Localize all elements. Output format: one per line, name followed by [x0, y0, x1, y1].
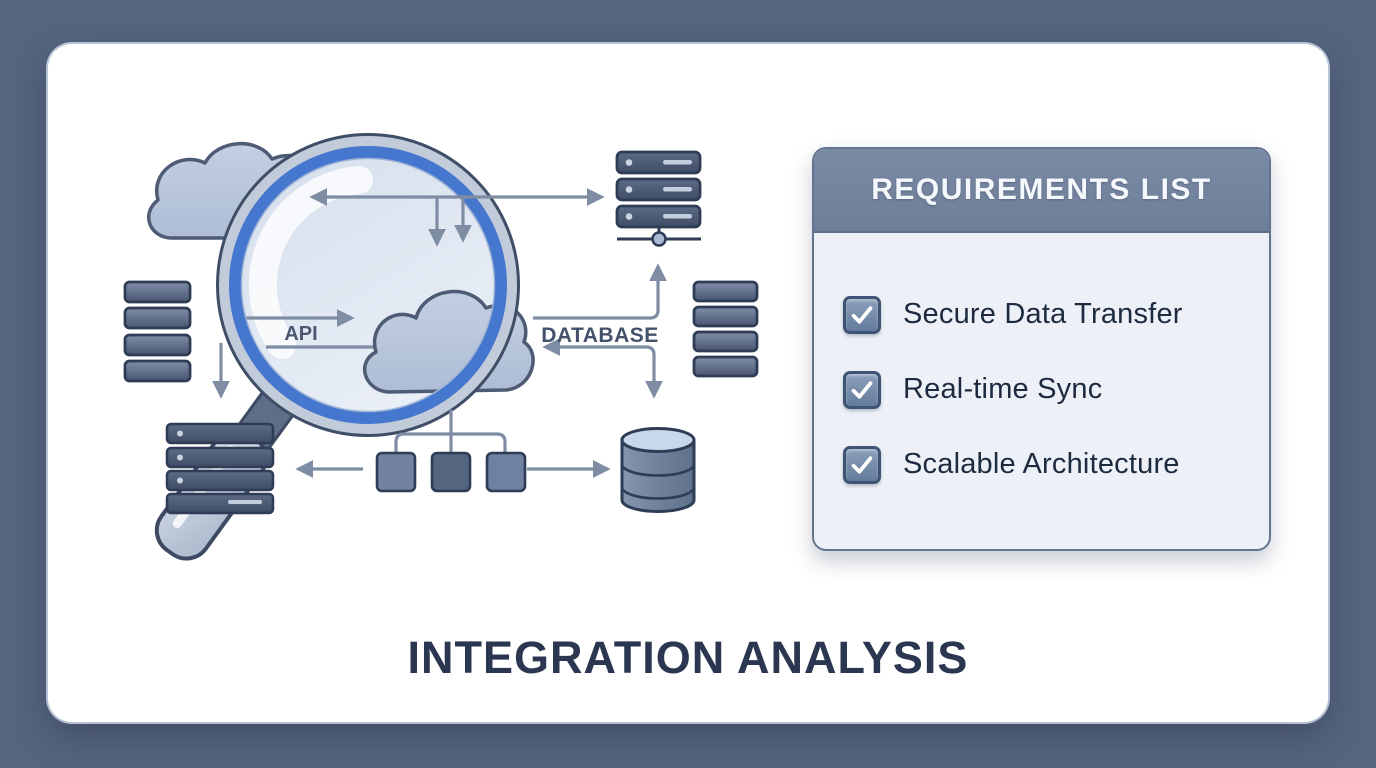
requirement-label: Scalable Architecture — [903, 448, 1180, 480]
process-squares-icon — [375, 451, 527, 493]
database-cylinder-icon — [620, 427, 696, 513]
requirements-panel-header: REQUIREMENTS LIST — [814, 149, 1269, 233]
requirement-item: Secure Data Transfer — [843, 277, 1269, 352]
requirements-panel: REQUIREMENTS LIST Secure Data Transfer R… — [812, 147, 1271, 551]
checkbox-checked-icon[interactable] — [843, 370, 881, 409]
storage-stack-left-icon — [123, 280, 192, 383]
storage-stack-right-icon — [692, 280, 759, 378]
server-rack-bottom-icon — [165, 422, 275, 515]
database-label: DATABASE — [541, 324, 659, 347]
checkmark-icon — [851, 455, 873, 474]
requirements-panel-title: REQUIREMENTS LIST — [871, 173, 1212, 206]
checkbox-checked-icon[interactable] — [843, 445, 881, 484]
checkmark-icon — [851, 305, 873, 324]
requirement-label: Real-time Sync — [903, 373, 1103, 405]
server-rack-top-icon — [615, 150, 702, 247]
checkmark-icon — [851, 380, 873, 399]
requirement-item: Real-time Sync — [843, 352, 1269, 427]
magnifier-ring — [216, 133, 520, 437]
integration-diagram: API — [123, 133, 759, 561]
main-card: API — [48, 44, 1328, 722]
requirement-label: Secure Data Transfer — [903, 298, 1183, 330]
flow-arrows — [212, 188, 667, 478]
api-label: API — [284, 323, 317, 345]
requirements-panel-body: Secure Data Transfer Real-time Sync Scal… — [814, 233, 1269, 502]
checkbox-checked-icon[interactable] — [843, 295, 881, 334]
page-title: INTEGRATION ANALYSIS — [407, 632, 969, 683]
requirement-item: Scalable Architecture — [843, 427, 1269, 502]
